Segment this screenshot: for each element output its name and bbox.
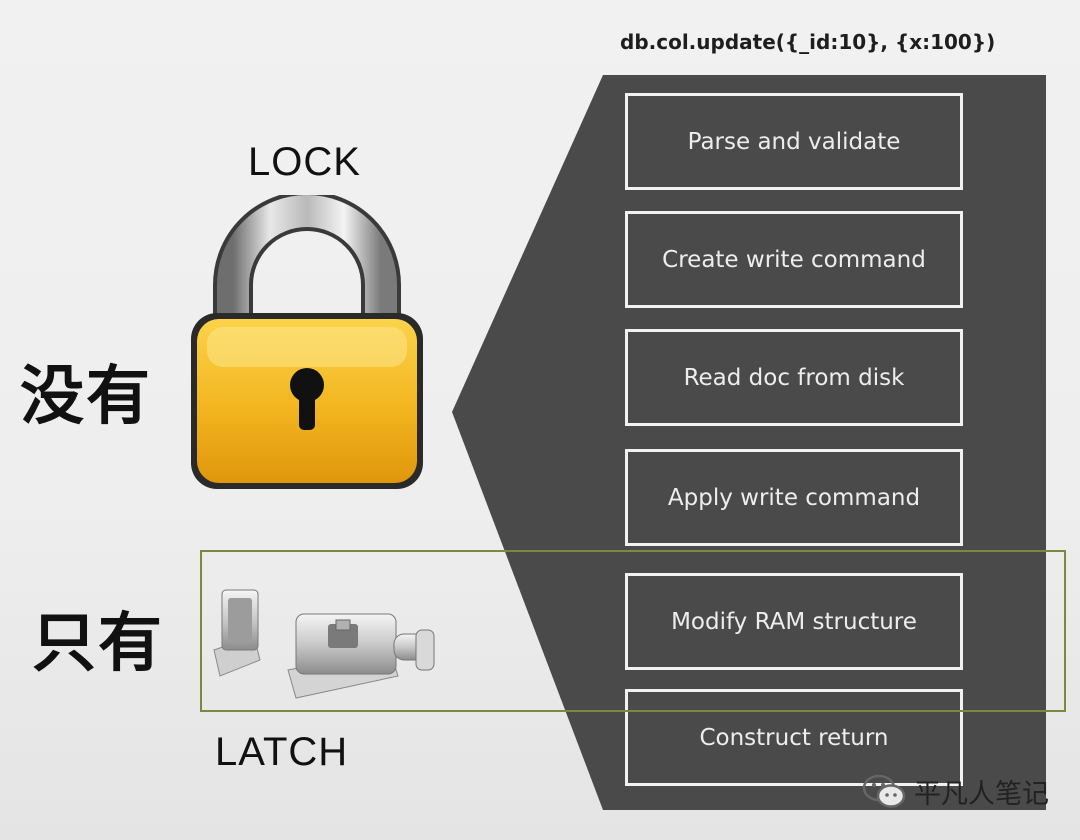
latch-label: LATCH [215, 730, 349, 774]
step-apply-write-command: Apply write command [625, 449, 963, 546]
latch-highlight-box [200, 550, 1066, 712]
lock-label: LOCK [248, 140, 361, 184]
watermark-text: 平凡人笔记 [914, 779, 1049, 810]
step-read-doc-from-disk: Read doc from disk [625, 329, 963, 426]
latch-bolt-icon [210, 580, 440, 700]
without-label: 没有 [20, 360, 152, 434]
step-modify-ram-structure: Modify RAM structure [625, 573, 963, 670]
wechat-icon [862, 774, 906, 808]
watermark: 平凡人笔记 [862, 772, 1049, 811]
step-create-write-command: Create write command [625, 211, 963, 308]
only-label: 只有 [32, 607, 164, 681]
command-title: db.col.update({_id:10}, {x:100}) [620, 30, 996, 54]
step-parse-validate: Parse and validate [625, 93, 963, 190]
step-construct-return: Construct return [625, 689, 963, 786]
padlock-icon [185, 191, 430, 495]
